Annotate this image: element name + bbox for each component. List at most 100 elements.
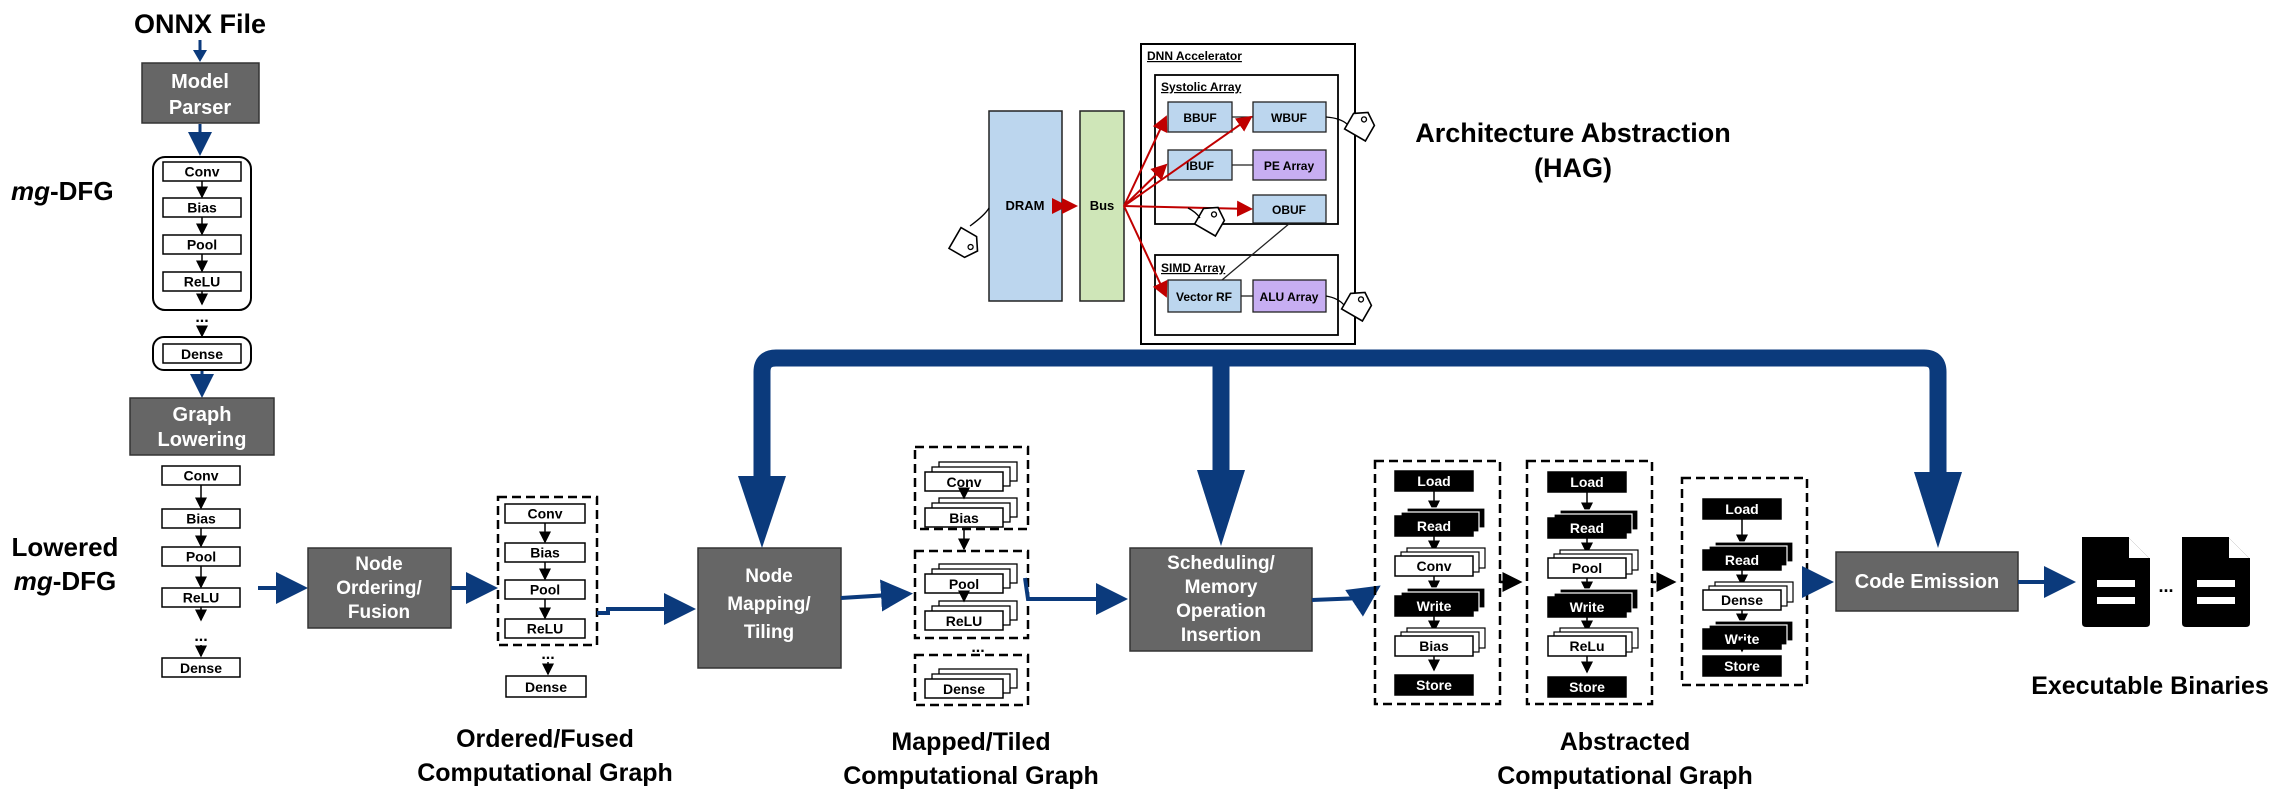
- svg-text:Store: Store: [1724, 658, 1760, 674]
- mapped-caption-line1: Mapped/Tiled: [891, 728, 1050, 756]
- mapped-caption-line2: Computational Graph: [843, 762, 1099, 790]
- node-mapping-tiling-box: Node Mapping/ Tiling: [697, 547, 842, 669]
- abstract-node: Store: [1702, 655, 1782, 677]
- svg-text:ReLU: ReLU: [184, 274, 221, 290]
- svg-text:Scheduling/: Scheduling/: [1167, 553, 1275, 574]
- systolic-array-label: Systolic Array: [1161, 80, 1242, 94]
- lowered-mg-dfg-label: Lowered: [12, 532, 119, 562]
- wbuf-label: WBUF: [1271, 111, 1307, 125]
- mapped-node-stack: Dense: [924, 668, 1018, 699]
- binaries-ellipsis: ...: [2158, 576, 2173, 596]
- ordered-graph-node: Conv: [504, 503, 586, 524]
- svg-text:Write: Write: [1417, 598, 1452, 614]
- svg-text:Pool: Pool: [949, 576, 979, 592]
- mapped-ellipsis: ...: [971, 639, 984, 656]
- mg-dfg-label: mg-DFG: [11, 176, 114, 206]
- svg-text:Pool: Pool: [187, 237, 217, 253]
- tag-icon: [1340, 291, 1373, 323]
- svg-text:Insertion: Insertion: [1181, 625, 1261, 646]
- abstract-node: Load: [1547, 471, 1627, 493]
- bbuf-label: BBUF: [1183, 111, 1216, 125]
- svg-text:Write: Write: [1725, 631, 1760, 647]
- arrow-head-icon: [738, 476, 786, 548]
- scheduling-memory-box: Scheduling/ Memory Operation Insertion: [1129, 547, 1313, 652]
- abstract-node: Load: [1394, 470, 1474, 492]
- obuf-label: OBUF: [1272, 203, 1306, 217]
- ibuf-label: IBUF: [1186, 159, 1214, 173]
- left-pipeline: ONNX File Model Parser mg-DFG ConvBiasPo…: [11, 9, 275, 678]
- svg-text:Tiling: Tiling: [744, 622, 794, 643]
- svg-text:Bias: Bias: [530, 545, 560, 561]
- mg-dfg-ellipsis: ...: [195, 309, 208, 326]
- svg-text:Lowering: Lowering: [158, 429, 247, 451]
- ordered-caption-line2: Computational Graph: [417, 759, 673, 787]
- svg-text:Fusion: Fusion: [348, 602, 410, 623]
- svg-text:Model: Model: [171, 71, 229, 93]
- mapped-node-stack: Conv: [924, 461, 1018, 492]
- svg-text:Dense: Dense: [180, 660, 222, 676]
- svg-text:Write: Write: [1570, 599, 1605, 615]
- arrow-head-icon: [193, 50, 207, 62]
- bus-label: Bus: [1090, 198, 1115, 213]
- mg-dfg-container: [152, 156, 252, 311]
- svg-text:ReLU: ReLU: [946, 613, 983, 629]
- ordered-caption-line1: Ordered/Fused: [456, 725, 634, 753]
- svg-text:Conv: Conv: [528, 506, 563, 522]
- vector-rf-label: Vector RF: [1176, 290, 1232, 304]
- svg-text:Read: Read: [1570, 520, 1604, 536]
- abstract-node: Pool: [1547, 549, 1639, 579]
- dnn-accelerator-label: DNN Accelerator: [1147, 49, 1242, 63]
- mg-dfg-node: ReLU: [162, 271, 242, 292]
- lowered-dfg-node: Bias: [161, 508, 241, 529]
- abstract-node: Write: [1547, 588, 1639, 618]
- ordered-dense-node: Dense: [525, 679, 567, 695]
- graph-lowering-box: Graph Lowering: [129, 397, 275, 456]
- mapped-node-stack: Pool: [924, 563, 1018, 594]
- mapped-node-stack: Bias: [924, 497, 1018, 528]
- abstract-node: Store: [1394, 674, 1474, 696]
- mg-dfg-dense-node: Dense: [162, 343, 242, 364]
- hag-title-line1: Architecture Abstraction: [1415, 118, 1731, 148]
- svg-text:Bias: Bias: [1419, 638, 1449, 654]
- svg-text:Load: Load: [1725, 501, 1758, 517]
- file-icon: [2182, 537, 2250, 627]
- mapped-node-stack: ReLU: [924, 600, 1018, 631]
- ordered-graph-node: ReLU: [504, 618, 586, 639]
- arrow-head-icon: [1197, 470, 1245, 546]
- svg-text:Conv: Conv: [1417, 558, 1452, 574]
- abstracted-caption-line2: Computational Graph: [1497, 762, 1753, 790]
- svg-text:Operation: Operation: [1176, 601, 1266, 622]
- svg-text:Pool: Pool: [530, 582, 560, 598]
- mg-dfg-node: Bias: [162, 197, 242, 218]
- svg-text:Read: Read: [1417, 518, 1451, 534]
- svg-text:Bias: Bias: [949, 510, 979, 526]
- svg-text:ReLu: ReLu: [1570, 638, 1605, 654]
- svg-text:ReLU: ReLU: [527, 621, 564, 637]
- svg-text:Code Emission: Code Emission: [1855, 571, 1999, 593]
- svg-text:Ordering/: Ordering/: [336, 578, 422, 599]
- hag-feedback-arrows: [738, 349, 1962, 548]
- lowered-ellipsis: ...: [194, 628, 207, 645]
- svg-text:Pool: Pool: [1572, 560, 1602, 576]
- alu-array-label: ALU Array: [1260, 290, 1319, 304]
- onnx-file-title: ONNX File: [134, 9, 266, 39]
- tag-icon: [1343, 111, 1376, 143]
- lowered-dense-node: Dense: [161, 657, 241, 678]
- dram-label: DRAM: [1006, 198, 1045, 213]
- binaries-caption: Executable Binaries: [2031, 672, 2269, 700]
- hag-title-line2: (HAG): [1534, 153, 1612, 183]
- abstract-node: Write: [1394, 587, 1486, 617]
- svg-text:Node: Node: [355, 554, 403, 575]
- abstract-node: Read: [1547, 509, 1639, 539]
- abstract-node: Read: [1702, 541, 1794, 571]
- arrow-head-icon: [1914, 472, 1962, 548]
- abstract-node: Read: [1394, 507, 1486, 537]
- lowered-dfg-node: ReLU: [161, 587, 241, 608]
- lowered-dfg-node: Conv: [161, 465, 241, 486]
- svg-text:Parser: Parser: [169, 97, 231, 119]
- mg-dfg-node: Pool: [162, 234, 242, 255]
- svg-text:Load: Load: [1417, 473, 1450, 489]
